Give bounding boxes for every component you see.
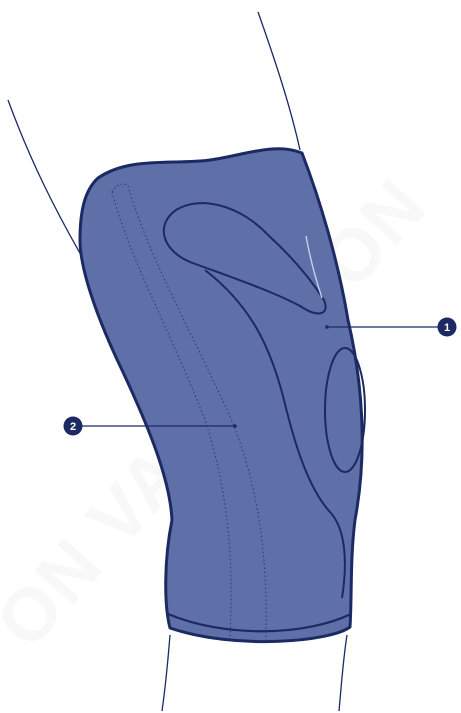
callout-1-dot [325, 325, 329, 329]
shin-back-outline [162, 635, 170, 711]
shin-front-outline [339, 635, 347, 711]
callout-2-dot [233, 424, 237, 428]
callout-1-label: 1 [444, 322, 450, 334]
thigh-front-outline [258, 12, 300, 150]
callout-2-label: 2 [70, 421, 76, 433]
thigh-back-outline [8, 100, 85, 262]
